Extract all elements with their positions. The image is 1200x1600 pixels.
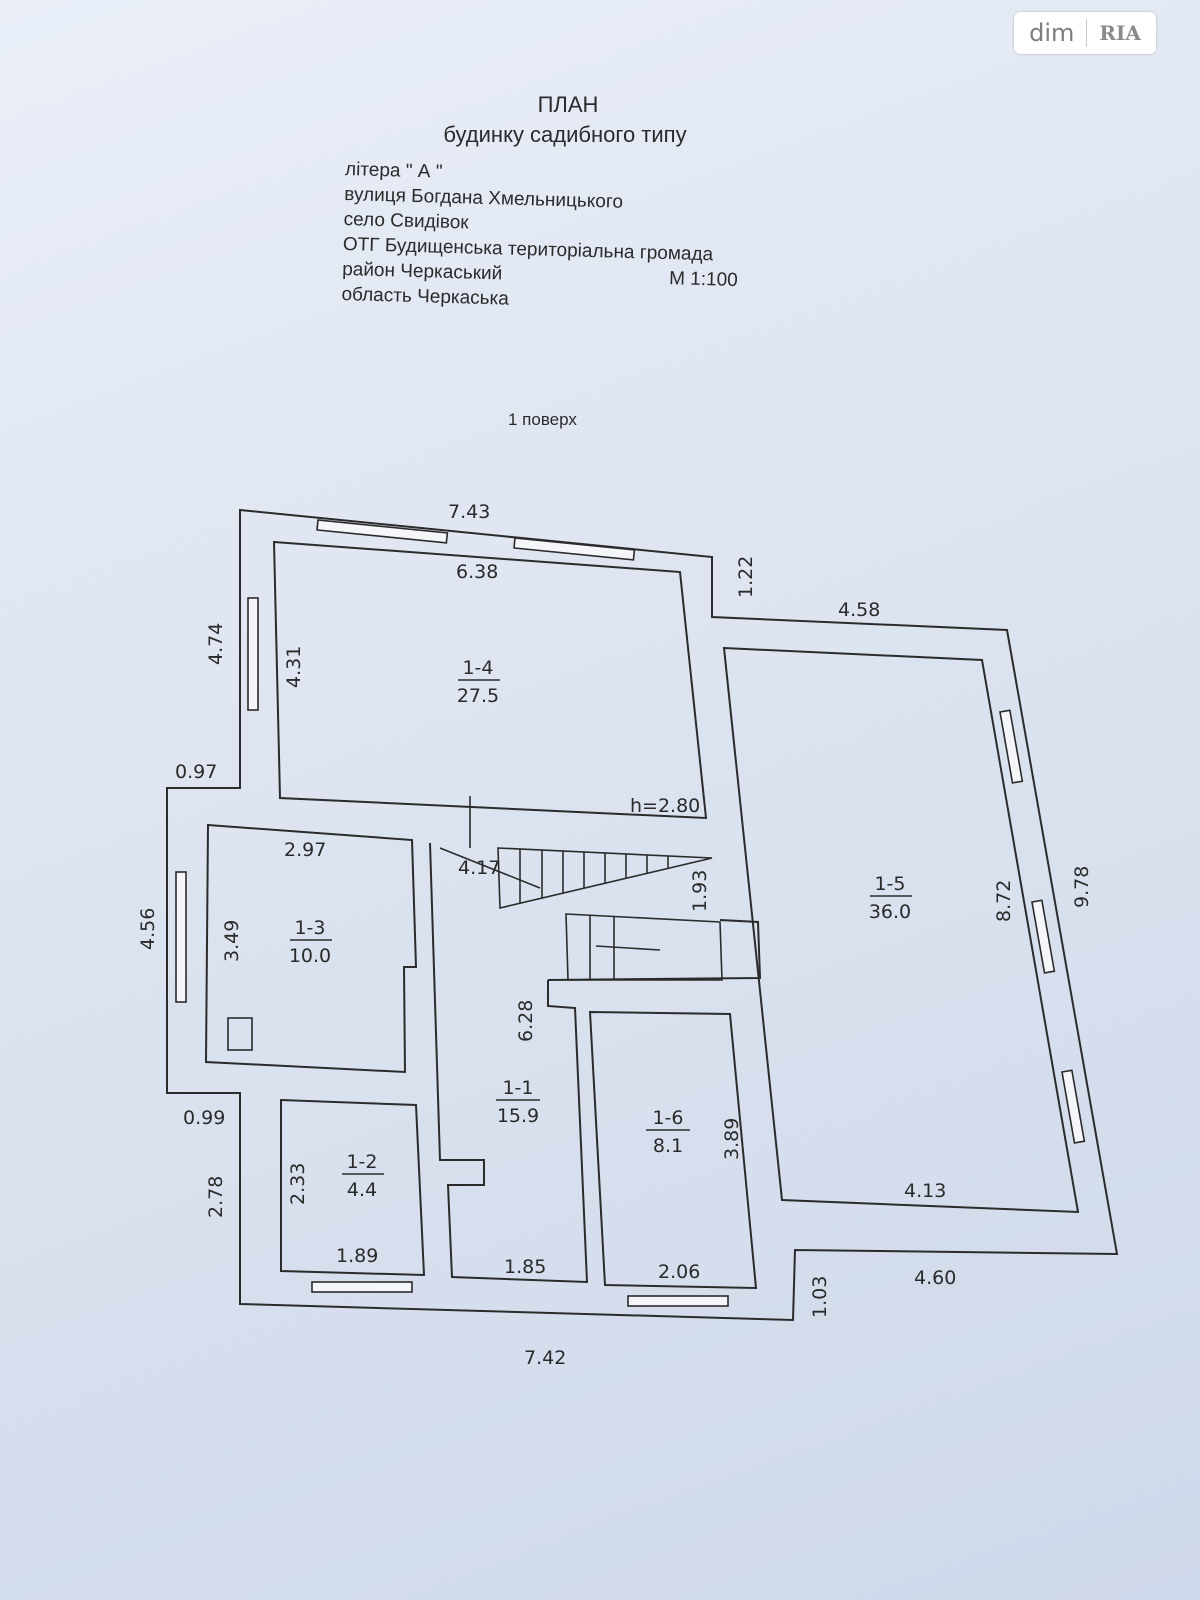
dim-bottom-7-42: 7.42 (524, 1347, 566, 1369)
dim-right-8-72: 8.72 (993, 880, 1015, 922)
dim-w-1-85: 1.85 (504, 1256, 546, 1278)
watermark-brand: dim (1029, 19, 1075, 47)
dim-top-outer: 7.43 (448, 501, 490, 523)
dim-h-1-03: 1.03 (809, 1276, 831, 1318)
dim-w-2-06: 2.06 (658, 1261, 700, 1283)
window-bottom-1 (311, 1281, 413, 1293)
info-district: район Черкаський (342, 259, 503, 284)
svg-text:10.0: 10.0 (289, 945, 331, 967)
address-block: літера " А " вулиця Богдана Хмельницьког… (341, 159, 738, 310)
dim-corridor-6-28: 6.28 (515, 1000, 537, 1042)
svg-text:27.5: 27.5 (457, 685, 499, 707)
room-1-3-outline (204, 823, 418, 1074)
plan-subtitle: будинку садибного типу (443, 122, 686, 147)
dim-left-0-99: 0.99 (183, 1107, 225, 1129)
dim-left-0-97: 0.97 (175, 761, 217, 783)
info-scale: М 1:100 (669, 268, 738, 291)
svg-text:1-5: 1-5 (874, 873, 905, 895)
room-1-2-outline (280, 1098, 426, 1277)
svg-text:36.0: 36.0 (869, 901, 911, 923)
svg-text:1-1: 1-1 (502, 1077, 533, 1099)
dim-stair-4-17: 4.17 (458, 857, 500, 879)
room-1-6-outline (588, 1010, 758, 1290)
svg-text:1-3: 1-3 (294, 917, 325, 939)
svg-text:1-4: 1-4 (462, 657, 493, 679)
svg-text:1-6: 1-6 (652, 1107, 683, 1129)
room-1-4-outline (272, 540, 708, 820)
room-1-5-outline (722, 646, 1080, 1214)
plan-title: ПЛАН (538, 92, 599, 117)
boiler-symbol (227, 1017, 253, 1051)
staircase (439, 796, 723, 981)
dim-w-4-13: 4.13 (904, 1180, 946, 1202)
dim-top-inner: 6.38 (456, 561, 498, 583)
window-top-1 (316, 519, 449, 544)
dim-left-4-56: 4.56 (137, 908, 159, 950)
svg-text:4.4: 4.4 (347, 1179, 377, 1201)
room-label-1-6: 1-6 8.1 (646, 1107, 690, 1157)
dim-h-3-49: 3.49 (221, 920, 243, 962)
window-left-2 (175, 871, 187, 1003)
room-label-1-1: 1-1 15.9 (496, 1077, 540, 1127)
dim-top-1-5: 4.58 (838, 599, 880, 621)
room-label-1-3: 1-3 10.0 (289, 917, 332, 967)
floor-label: 1 поверх (508, 410, 577, 429)
svg-text:1-2: 1-2 (346, 1151, 377, 1173)
dim-inner-4-31: 4.31 (283, 646, 305, 688)
info-oblast: область Черкаська (341, 284, 509, 310)
dim-left-2-78: 2.78 (205, 1176, 227, 1218)
room-label-1-4: 1-4 27.5 (457, 657, 500, 707)
dim-h-2-33: 2.33 (287, 1163, 309, 1205)
dim-step-1-22: 1.22 (735, 556, 757, 598)
window-bottom-2 (627, 1295, 729, 1307)
corridor-inner-wall (547, 919, 762, 981)
info-street: вулиця Богдана Хмельницького (344, 184, 623, 213)
dim-w-1-89: 1.89 (336, 1245, 378, 1267)
dim-stair-1-93: 1.93 (689, 870, 711, 912)
window-right-1 (999, 709, 1024, 784)
corridor-1-1-left-wall (429, 842, 589, 1284)
dim-w-4-60: 4.60 (914, 1267, 956, 1289)
svg-text:8.1: 8.1 (653, 1135, 683, 1157)
room-label-1-5: 1-5 36.0 (869, 873, 912, 923)
dim-ria-watermark[interactable]: dim RIA (1014, 12, 1156, 54)
info-litera: літера " А " (345, 159, 443, 183)
room-label-1-2: 1-2 4.4 (342, 1151, 384, 1201)
outer-wall (166, 508, 1119, 1322)
dim-h-3-89: 3.89 (721, 1118, 743, 1160)
dim-right-9-78: 9.78 (1071, 866, 1093, 908)
watermark-partner: RIA (1099, 21, 1141, 45)
watermark-divider (1086, 19, 1088, 47)
dim-w-2-97: 2.97 (284, 839, 326, 861)
svg-text:15.9: 15.9 (497, 1105, 539, 1127)
window-right-2 (1031, 899, 1056, 974)
window-left-1 (247, 597, 259, 711)
window-right-3 (1061, 1069, 1086, 1144)
ceiling-height-label: h=2.80 (630, 795, 700, 817)
window-top-2 (513, 537, 636, 561)
dim-left-4-74: 4.74 (205, 623, 227, 665)
info-village: село Свидівок (343, 209, 469, 234)
